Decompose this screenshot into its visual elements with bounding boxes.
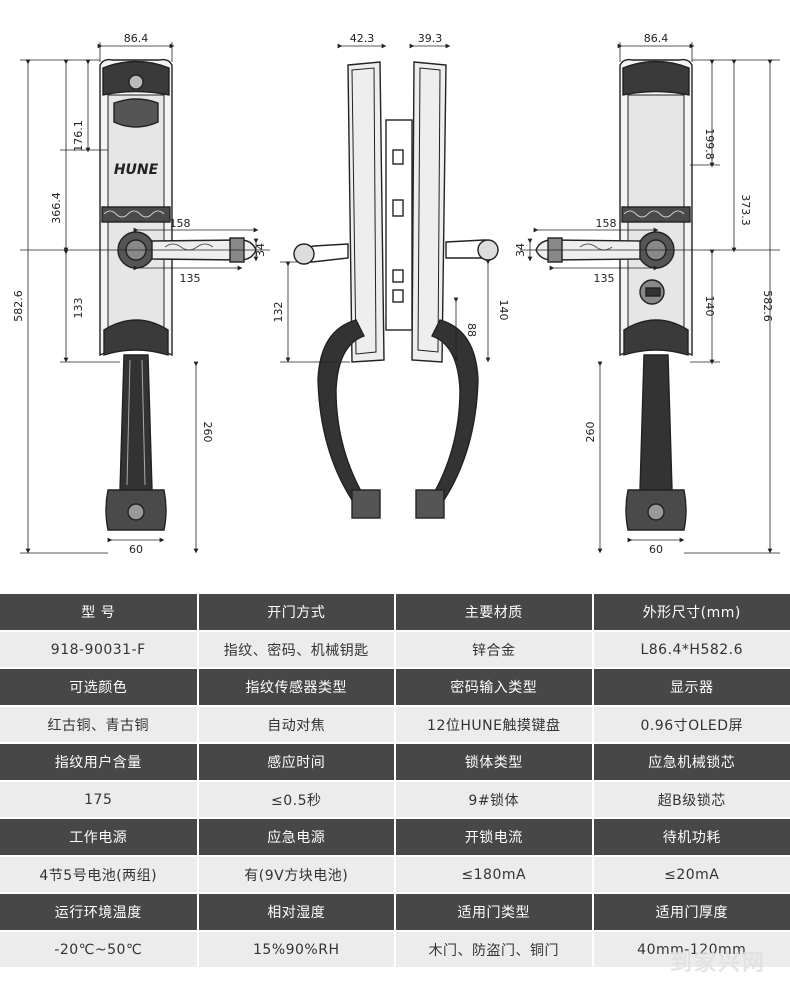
spec-value-cell: 4节5号电池(两组) <box>0 856 199 894</box>
spec-value-cell: 15%90%RH <box>197 931 396 969</box>
spec-header-cell: 开门方式 <box>197 594 396 632</box>
technical-drawing: HUNE 86.4 582.6 366.4 176.1 133 158 135 … <box>12 32 780 556</box>
spec-header-cell: 主要材质 <box>395 594 594 632</box>
spec-value-cell: 12位HUNE触摸键盘 <box>395 706 594 744</box>
spec-header-cell: 运行环境温度 <box>0 893 199 932</box>
spec-header-cell: 密码输入类型 <box>395 668 594 707</box>
spec-header-cell: 可选颜色 <box>0 668 199 707</box>
spec-value-cell: ≤0.5秒 <box>197 781 396 819</box>
spec-header-cell: 指纹用户含量 <box>0 743 199 782</box>
dim-back-base: 60 <box>649 543 663 556</box>
spec-header-cell: 外形尺寸(mm) <box>592 594 790 632</box>
front-view <box>99 58 257 531</box>
dim-front-base: 60 <box>129 543 143 556</box>
spec-header-cell: 应急机械锁芯 <box>592 743 790 782</box>
back-view <box>535 58 693 531</box>
watermark: 到家兴网 <box>669 951 766 976</box>
spec-header-cell: 指纹传感器类型 <box>197 668 396 707</box>
dim-side-right-h2: 88 <box>465 323 478 337</box>
spec-header-row: 可选颜色指纹传感器类型密码输入类型显示器 <box>0 668 790 707</box>
spec-header-cell: 应急电源 <box>197 818 396 857</box>
spec-header-cell: 开锁电流 <box>395 818 594 857</box>
spec-value-cell: ≤20mA <box>592 856 790 894</box>
front-dimension-lines <box>20 42 270 554</box>
dim-side-right-w: 39.3 <box>418 32 443 45</box>
spec-value-cell: ≤180mA <box>395 856 594 894</box>
dim-back-handle-len: 158 <box>596 217 617 230</box>
spec-header-row: 工作电源应急电源开锁电流待机功耗 <box>0 818 790 857</box>
dim-side-right-h1: 140 <box>497 300 510 321</box>
dim-back-grip: 260 <box>584 422 597 443</box>
spec-value-cell: 有(9V方块电池) <box>197 856 396 894</box>
dim-front-upper: 366.4 <box>50 192 63 224</box>
side-dimension-lines <box>280 43 491 363</box>
dim-back-handle-h: 34 <box>514 243 527 257</box>
spec-value-row: 4节5号电池(两组)有(9V方块电池)≤180mA≤20mA <box>0 856 790 894</box>
spec-value-cell: 175 <box>0 781 199 819</box>
spec-value-cell: 9#锁体 <box>395 781 594 819</box>
dim-back-height: 582.6 <box>761 290 774 322</box>
spec-value-cell: 超B级锁芯 <box>592 781 790 819</box>
spec-header-cell: 待机功耗 <box>592 818 790 857</box>
spec-header-cell: 型 号 <box>0 594 199 632</box>
dim-front-handle-off: 135 <box>180 272 201 285</box>
spec-value-cell: 918-90031-F <box>0 631 199 669</box>
dim-back-top: 199.8 <box>703 128 716 160</box>
spec-value-cell: 锌合金 <box>395 631 594 669</box>
spec-header-cell: 工作电源 <box>0 818 199 857</box>
dim-front-top: 176.1 <box>72 120 85 152</box>
spec-value-cell: 40mm-120mm <box>592 931 790 969</box>
back-dimension-lines <box>520 42 780 554</box>
dim-front-width: 86.4 <box>124 32 149 45</box>
dim-side-left-h: 132 <box>272 302 285 323</box>
spec-value-cell: 0.96寸OLED屏 <box>592 706 790 744</box>
spec-value-cell: L86.4*H582.6 <box>592 631 790 669</box>
dim-front-grip: 260 <box>201 422 214 443</box>
spec-header-cell: 适用门类型 <box>395 893 594 932</box>
dim-front-handle-h: 34 <box>254 243 267 257</box>
spec-value-cell: -20℃~50℃ <box>0 931 199 969</box>
spec-header-cell: 适用门厚度 <box>592 893 790 932</box>
spec-value-cell: 指纹、密码、机械钥匙 <box>197 631 396 669</box>
spec-value-cell: 自动对焦 <box>197 706 396 744</box>
dim-front-lower: 133 <box>72 298 85 319</box>
spec-header-cell: 相对湿度 <box>197 893 396 932</box>
logo: HUNE <box>114 162 159 178</box>
spec-value-cell: 木门、防盗门、铜门 <box>395 931 594 969</box>
side-view <box>293 61 499 519</box>
spec-header-row: 型 号开门方式主要材质外形尺寸(mm) <box>0 594 790 632</box>
dim-back-width: 86.4 <box>644 32 669 45</box>
dim-side-left-w: 42.3 <box>350 32 375 45</box>
dim-back-lower: 140 <box>703 296 716 317</box>
dim-back-upper: 373.3 <box>739 194 752 226</box>
spec-header-row: 运行环境温度相对湿度适用门类型适用门厚度 <box>0 893 790 932</box>
spec-header-cell: 锁体类型 <box>395 743 594 782</box>
spec-value-cell: 红古铜、青古铜 <box>0 706 199 744</box>
dim-back-handle-off: 135 <box>594 272 615 285</box>
spec-header-row: 指纹用户含量感应时间锁体类型应急机械锁芯 <box>0 743 790 782</box>
dim-front-height: 582.6 <box>12 290 25 322</box>
spec-header-cell: 显示器 <box>592 668 790 707</box>
spec-header-cell: 感应时间 <box>197 743 396 782</box>
dim-front-handle-len: 158 <box>170 217 191 230</box>
